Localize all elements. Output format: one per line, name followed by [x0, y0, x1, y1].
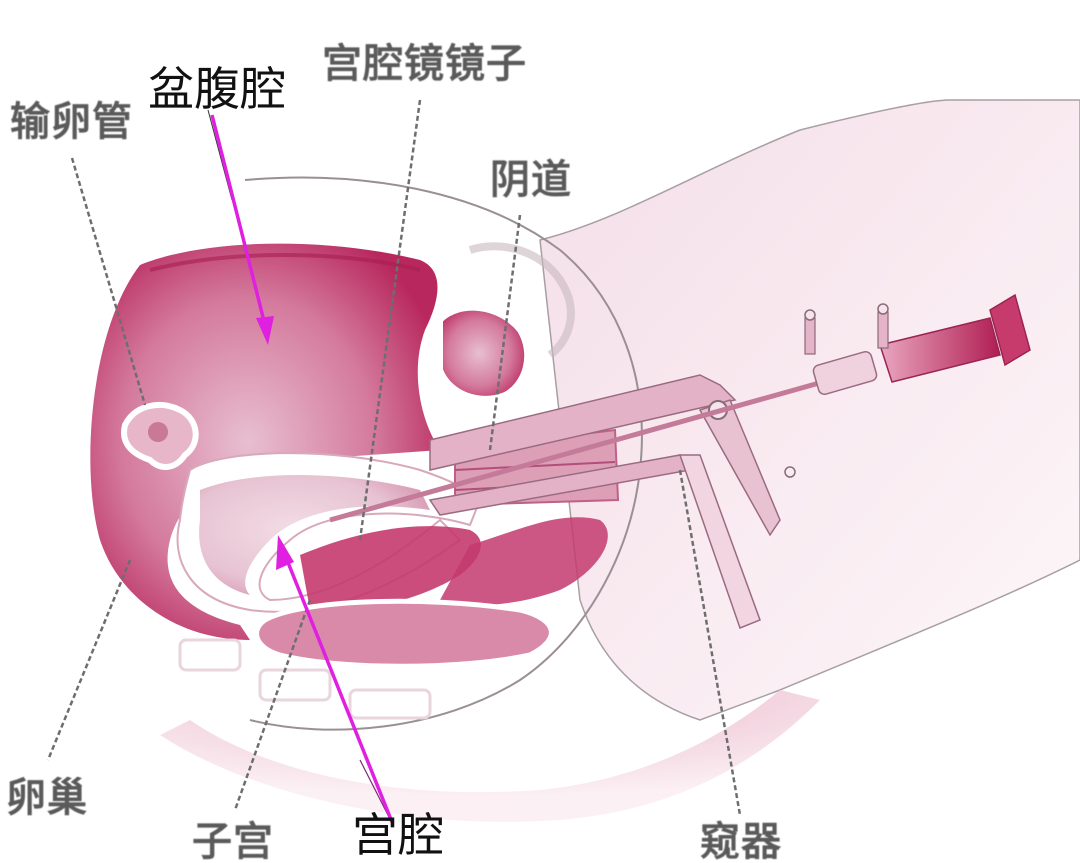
label-vagina: 阴道: [490, 157, 572, 203]
label-speculum: 窥器: [700, 819, 782, 863]
body-silhouette: [160, 99, 1080, 822]
speculum-device: [428, 374, 796, 629]
intestine-region: [178, 598, 554, 720]
magenta-arrows: [210, 114, 394, 823]
arrow-head-pelvic-cavity: [256, 316, 274, 345]
leader-hysteroscope: [358, 99, 422, 541]
label-hysteroscope: 宫腔镜镜子: [322, 41, 527, 87]
label-pelvic-cavity: 盆腹腔: [148, 62, 286, 116]
leader-lines: [46, 99, 742, 816]
arrow-head-uterine-cavity: [276, 535, 294, 570]
hysteroscope-device: [329, 293, 1031, 523]
leader-uterus: [233, 599, 312, 811]
arrow-uterine-cavity: [283, 554, 394, 823]
uterus-region: [176, 452, 608, 613]
leader-fallopian-tube: [70, 157, 147, 406]
pelvic-cavity-region: [90, 243, 441, 641]
ovary-tube-region: [121, 402, 199, 470]
label-uterus: 子宫: [192, 819, 274, 863]
label-uterine-cavity: 宫腔: [352, 808, 444, 862]
label-fallopian-tube: 输卵管: [10, 99, 133, 145]
arrow-pelvic-cavity: [210, 114, 267, 326]
leader-ovary: [46, 559, 132, 761]
leader-speculum: [678, 469, 742, 816]
label-ovary: 卵巢: [6, 775, 88, 821]
